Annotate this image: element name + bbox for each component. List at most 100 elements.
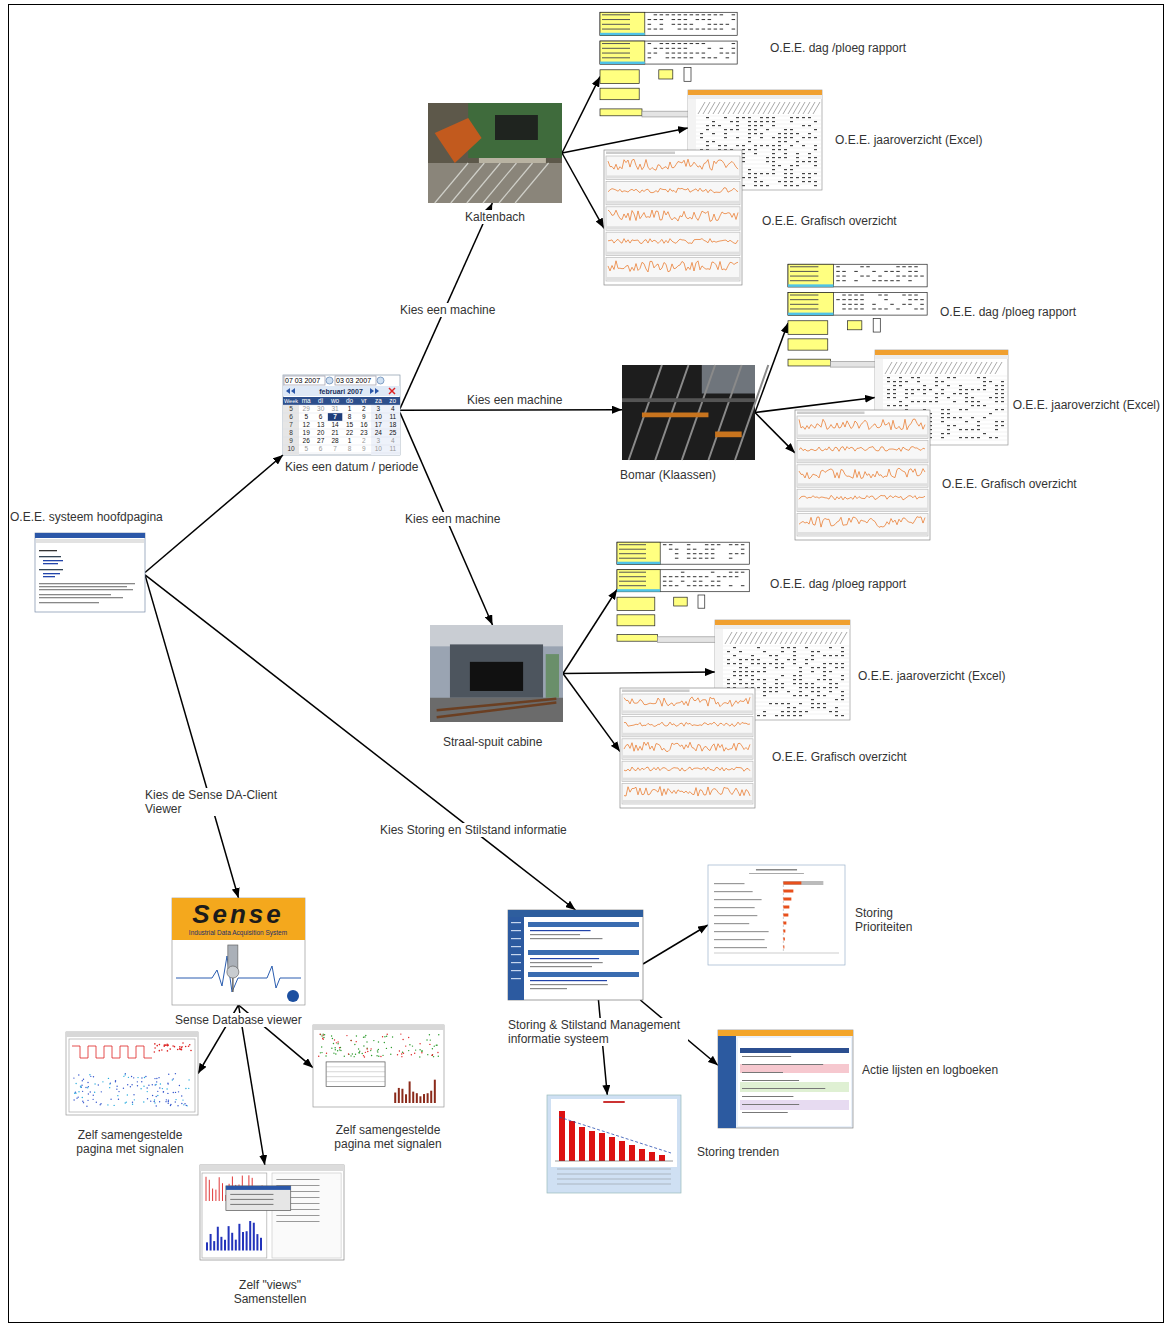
cell-mark	[947, 413, 950, 414]
strip	[797, 440, 928, 462]
table-mark	[848, 304, 852, 305]
cell-mark	[983, 433, 986, 434]
cell-mark	[793, 707, 796, 708]
data-dot	[432, 1048, 433, 1049]
cell-mark	[775, 691, 778, 692]
data-dot	[78, 1074, 79, 1075]
data-dot	[184, 1103, 185, 1104]
data-dot	[358, 1048, 359, 1049]
menu-item	[511, 978, 521, 979]
data-dot	[405, 1045, 406, 1046]
row-label	[714, 939, 765, 940]
node-caption: O.E.E. systeem hoofdpagina	[10, 510, 163, 524]
data-dot	[130, 1086, 131, 1087]
data-dot	[85, 1087, 86, 1088]
data-dot	[125, 1073, 126, 1074]
cell-mark	[989, 381, 992, 382]
table-mark	[684, 43, 688, 44]
data-dot	[157, 1095, 158, 1096]
cell-mark	[965, 389, 968, 390]
data-dot	[167, 1045, 169, 1047]
table-mark	[717, 585, 721, 586]
date-field	[284, 376, 325, 385]
cell-mark	[965, 429, 968, 430]
data-dot	[378, 1041, 379, 1042]
cell-mark	[775, 687, 778, 688]
table-mark	[914, 299, 918, 300]
table-mark	[842, 271, 846, 272]
cell-mark	[817, 691, 820, 692]
cell-mark	[796, 133, 799, 134]
table-mark	[717, 576, 721, 577]
cell-mark	[769, 655, 772, 656]
cell-mark	[736, 137, 739, 138]
data-dot	[412, 1045, 413, 1046]
cell-mark	[769, 663, 772, 664]
text-line	[530, 962, 603, 963]
table-mark	[741, 585, 745, 586]
thumbnail-node: Storing Prioriteiten	[708, 865, 845, 965]
data-dot	[403, 1052, 404, 1053]
data-dot	[370, 1048, 371, 1049]
strip-band	[622, 800, 753, 803]
signal-bar	[394, 1093, 396, 1103]
sidebar	[508, 917, 524, 1000]
cell-mark	[805, 687, 808, 688]
cell-mark	[917, 401, 920, 402]
cell-mark	[802, 177, 805, 178]
data-dot	[146, 1087, 147, 1088]
cell-mark	[790, 129, 793, 130]
strip-band	[797, 434, 928, 437]
calendar-text: 20	[317, 429, 324, 437]
data-dot	[332, 1038, 333, 1039]
signal-spike	[206, 1177, 207, 1201]
table-mark	[660, 24, 664, 25]
node-caption: O.E.E. Grafisch overzicht	[762, 214, 897, 228]
cell-mark	[778, 141, 781, 142]
table-mark	[896, 276, 900, 277]
text-line	[742, 1056, 791, 1057]
table-mark	[854, 304, 858, 305]
cell-mark	[724, 137, 727, 138]
cell-mark	[772, 161, 775, 162]
cell-mark	[736, 125, 739, 126]
strip-band	[622, 778, 753, 781]
grid-line	[696, 132, 821, 133]
cell-mark	[748, 129, 751, 130]
table-mark	[648, 43, 652, 44]
table-mark	[675, 585, 679, 586]
calendar-text: 2	[362, 405, 366, 413]
data-dot	[354, 1044, 355, 1045]
conveyor-rail	[483, 163, 517, 203]
menu-item	[511, 938, 521, 939]
strip-band	[622, 755, 753, 758]
strip	[797, 489, 928, 511]
table-mark	[663, 581, 667, 582]
cell-mark	[766, 129, 769, 130]
machine-opening	[495, 115, 538, 140]
grid-line	[723, 658, 849, 659]
data-dot	[384, 1036, 385, 1037]
cell-mark	[796, 177, 799, 178]
cell-mark	[784, 185, 787, 186]
cell-mark	[787, 707, 790, 708]
calendar-text: 16	[360, 421, 367, 429]
toolbar	[875, 355, 1008, 359]
cell-mark	[835, 711, 838, 712]
data-dot	[340, 1050, 341, 1051]
cell-mark	[745, 667, 748, 668]
data-dot	[382, 1036, 383, 1037]
cell-mark	[736, 117, 739, 118]
strip	[797, 416, 928, 438]
signal-bar	[409, 1081, 411, 1103]
cell-mark	[899, 381, 902, 382]
data-dot	[96, 1102, 97, 1103]
cell-mark	[775, 667, 778, 668]
calendar-text: 8	[348, 413, 352, 421]
data-dot	[154, 1099, 155, 1100]
data-dot	[364, 1036, 365, 1037]
cell-mark	[941, 381, 944, 382]
calendar-text: di	[318, 397, 323, 405]
text-line	[276, 1179, 319, 1180]
strip	[622, 716, 753, 736]
